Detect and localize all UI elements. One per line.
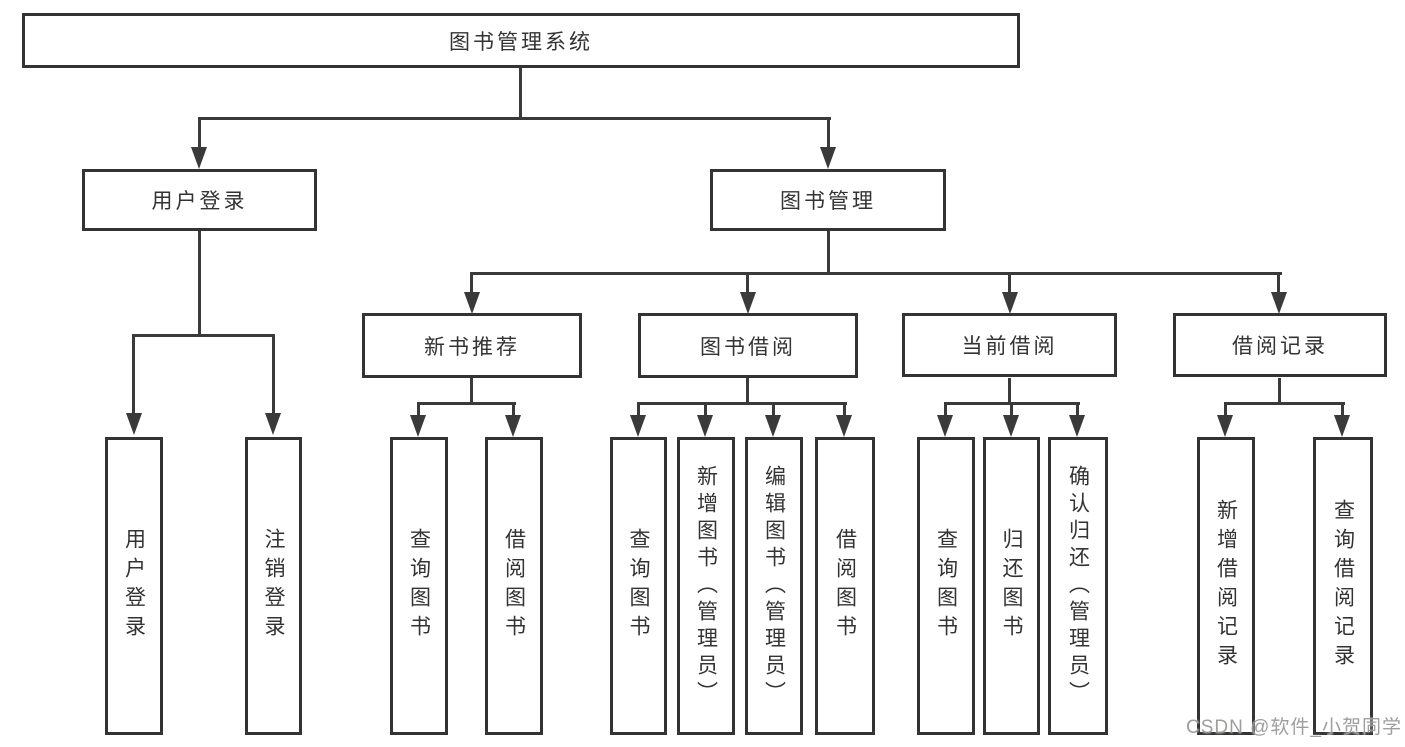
node-new-book-rec-label: 新书推荐 [424,335,520,359]
connector-borrow-record-hbar [1224,402,1345,405]
node-root-label: 图书管理系统 [449,30,593,54]
connector-book-mgmt-stem [827,230,830,274]
node-user-login-label: 用户登录 [151,190,248,213]
connector-level1-hbar [198,117,831,120]
arrow-down-icon [937,415,953,437]
connector-book-borrow-stem2 [746,378,749,404]
leaf-bookborrow-edit-label: 编辑图书（管理员） [762,464,786,708]
leaf-logout-label: 注销登录 [262,528,285,644]
leaf-current-return-label: 归还图书 [1000,528,1023,644]
leaf-record-add: 新增借阅记录 [1197,437,1255,735]
connector-leaf-stem [843,402,846,417]
node-book-mgmt-label: 图书管理 [780,190,876,213]
leaf-current-confirm-label: 确认归还（管理员） [1066,464,1090,708]
leaf-bookborrow-add: 新增图书（管理员） [677,437,735,735]
csdn-watermark: CSDN @软件_小贺同学 [1186,717,1402,738]
leaf-logout: 注销登录 [245,437,302,735]
arrow-down-icon [191,147,207,169]
connector-leaf-stem [637,402,640,417]
arrow-down-icon [1003,415,1019,437]
node-new-book-rec: 新书推荐 [362,313,582,378]
connector-to-borrow-record-stem [1277,272,1280,294]
arrow-down-icon [1217,415,1233,437]
leaf-current-confirm: 确认归还（管理员） [1048,437,1108,735]
arrow-down-icon [410,415,426,437]
leaf-bookborrow-borrow-label: 借阅图书 [833,528,857,644]
connector-leaf-stem [704,402,707,417]
connector-to-book-borrow-stem [746,272,749,294]
arrow-down-icon [265,413,281,435]
leaf-bookborrow-query: 查询图书 [610,437,667,735]
connector-new-book-hbar [417,402,516,405]
leaf-bookborrow-add-label: 新增图书（管理员） [694,464,718,708]
connector-leaf-stem [1224,402,1227,417]
leaf-current-return: 归还图书 [983,437,1040,735]
connector-leaf-stem [772,402,775,417]
node-root: 图书管理系统 [22,13,1020,68]
leaf-current-query: 查询图书 [917,437,975,735]
node-current-borrow-label: 当前借阅 [961,335,1058,358]
connector-to-leaf-logout-stem [272,334,275,415]
connector-leaf-stem [512,402,515,417]
leaf-record-add-label: 新增借阅记录 [1214,499,1238,673]
connector-to-current-borrow-stem [1008,272,1011,294]
node-book-borrow-label: 图书借阅 [700,335,796,359]
arrow-down-icon [464,292,480,314]
arrow-down-icon [697,415,713,437]
arrow-down-icon [1334,415,1350,437]
connector-leaf-stem [1010,402,1013,417]
leaf-bookborrow-query-label: 查询图书 [627,528,650,644]
connector-leaf-stem [944,402,947,417]
node-user-login: 用户登录 [82,169,317,231]
arrow-down-icon [1069,415,1085,437]
node-borrow-record: 借阅记录 [1173,313,1387,377]
node-borrow-record-label: 借阅记录 [1232,335,1328,358]
connector-leaf-stem [1076,402,1079,417]
connector-root-stem [519,68,522,120]
arrow-down-icon [820,147,836,169]
connector-leaf-stem [1341,402,1344,417]
leaf-newbook-borrow-label: 借阅图书 [502,528,526,644]
connector-current-borrow-stem2 [1008,378,1011,404]
leaf-record-query-label: 查询借阅记录 [1331,499,1355,673]
leaf-newbook-borrow: 借阅图书 [485,437,543,735]
arrow-down-icon [1002,292,1018,314]
leaf-user-login: 用户登录 [105,437,163,735]
arrow-down-icon [1271,292,1287,314]
connector-book-borrow-hbar [637,402,847,405]
arrow-down-icon [836,415,852,437]
connector-user-login-hbar [132,334,275,337]
leaf-record-query: 查询借阅记录 [1313,437,1373,735]
connector-to-user-login-stem [198,117,201,151]
leaf-newbook-query: 查询图书 [390,437,448,735]
connector-leaf-stem [417,402,420,417]
node-book-mgmt: 图书管理 [710,169,946,231]
connector-new-book-stem [470,378,473,404]
connector-to-leaf-user-login-stem [132,334,135,415]
node-book-borrow: 图书借阅 [638,313,858,378]
arrow-down-icon [126,413,142,435]
connector-borrow-record-stem2 [1278,378,1281,404]
leaf-current-query-label: 查询图书 [934,528,958,644]
connector-to-book-mgmt-stem [827,117,830,151]
arrow-down-icon [630,415,646,437]
leaf-bookborrow-edit: 编辑图书（管理员） [745,437,803,735]
arrow-down-icon [505,415,521,437]
connector-level2-hbar [470,272,1282,275]
leaf-newbook-query-label: 查询图书 [407,528,431,644]
arrow-down-icon [740,292,756,314]
leaf-user-login-label: 用户登录 [122,528,146,644]
arrow-down-icon [765,415,781,437]
connector-user-login-stem [198,231,201,337]
node-current-borrow: 当前借阅 [902,313,1117,377]
connector-to-new-book-stem [470,272,473,294]
leaf-bookborrow-borrow: 借阅图书 [815,437,875,735]
